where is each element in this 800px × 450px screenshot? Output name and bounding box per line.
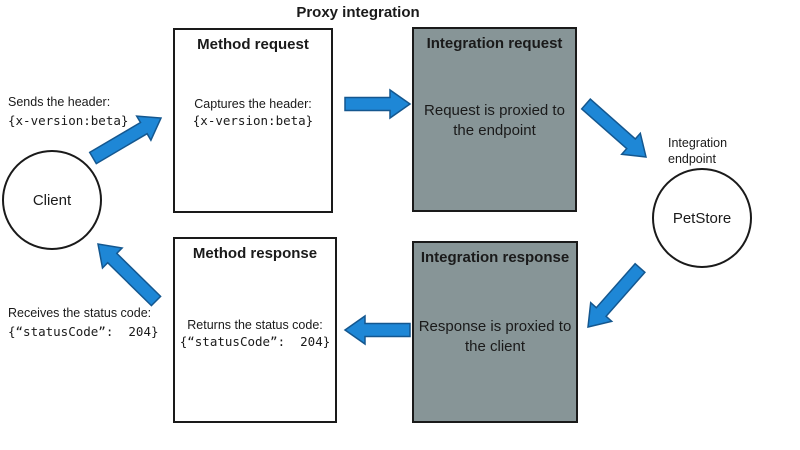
sends-header-code: {x-version:beta}	[8, 112, 129, 128]
diagram-title: Proxy integration	[296, 4, 420, 21]
integration-response-body-line1: Response is proxied to	[418, 318, 572, 335]
integration-response-box: Integration response Response is proxied…	[412, 241, 578, 423]
integration-request-body-line2: the endpoint	[453, 122, 536, 140]
arrow-endpoint-to-integration-response	[587, 262, 646, 328]
client-node: Client	[2, 150, 102, 250]
method-request-code-text: {x-version:beta}	[192, 112, 314, 128]
sends-header-annotation: Sends the header: {x-version:beta}	[8, 94, 128, 129]
method-response-code-text: {“statusCode”: 204}	[179, 333, 331, 349]
integration-endpoint-caption-line2: endpoint	[668, 152, 716, 167]
method-response-title: Method response	[192, 245, 318, 262]
integration-response-title: Integration response	[420, 249, 570, 266]
arrow-integration-response-to-method-response	[343, 314, 411, 346]
integration-request-title: Integration request	[426, 35, 563, 52]
receives-status-text: Receives the status code:	[8, 306, 152, 320]
petstore-node: PetStore	[652, 168, 752, 268]
petstore-label: PetStore	[672, 209, 732, 227]
method-response-box: Method response Returns the status code:…	[173, 237, 337, 423]
integration-request-box: Integration request Request is proxied t…	[412, 27, 577, 212]
integration-endpoint-caption: Integration endpoint	[668, 135, 727, 168]
arrow-method-response-to-client	[97, 243, 162, 307]
method-request-body-text: Captures the header:	[194, 97, 312, 111]
arrow-integration-request-to-endpoint	[580, 98, 647, 158]
method-request-title: Method request	[197, 36, 309, 53]
integration-endpoint-caption-line1: Integration	[668, 136, 728, 150]
method-response-body-text: Returns the status code:	[187, 318, 323, 332]
arrow-client-to-method-request	[88, 115, 163, 165]
client-label: Client	[32, 191, 72, 209]
integration-response-body-line2: the client	[464, 338, 526, 356]
method-request-box: Method request Captures the header: {x-v…	[173, 28, 333, 213]
receives-status-annotation: Receives the status code: {“statusCode”:…	[8, 305, 159, 340]
sends-header-text: Sends the header:	[8, 95, 111, 109]
arrow-method-request-to-integration-request	[344, 88, 412, 120]
receives-status-code: {“statusCode”: 204}	[8, 323, 159, 339]
integration-request-body-line1: Request is proxied to	[424, 102, 565, 119]
